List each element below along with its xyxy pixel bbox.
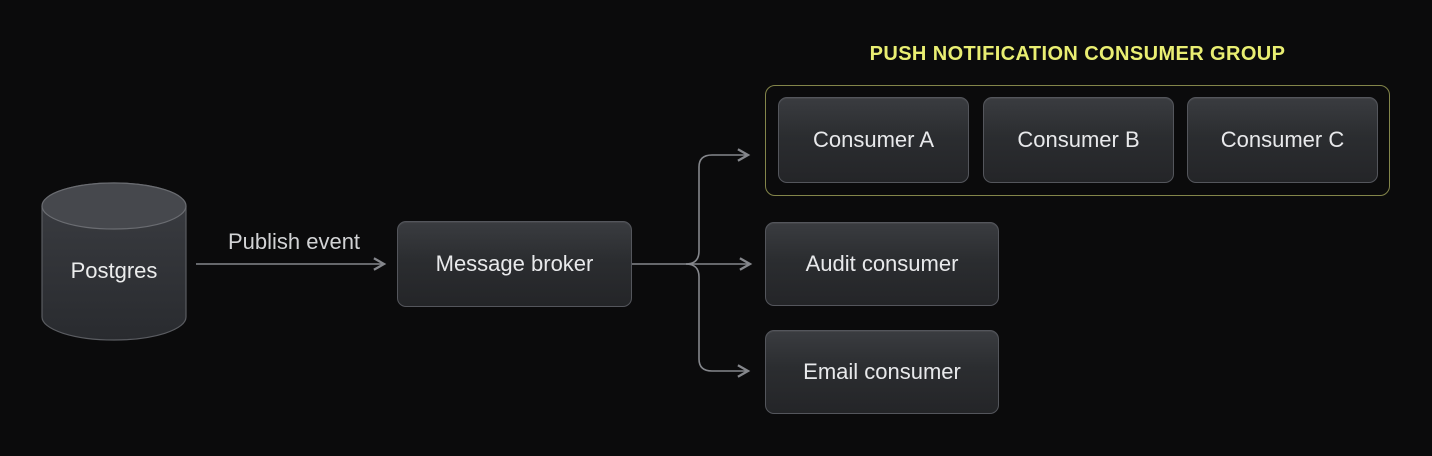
node-consumer-b: Consumer B <box>983 97 1174 183</box>
edge-broker-to-email-consumer <box>685 263 751 378</box>
node-consumer-c: Consumer C <box>1187 97 1378 183</box>
node-message-broker-label: Message broker <box>435 251 594 276</box>
node-consumer-b-label: Consumer B <box>1017 127 1140 152</box>
consumer-group-title: PUSH NOTIFICATION CONSUMER GROUP <box>869 43 1286 65</box>
node-postgres <box>39 180 189 342</box>
edge-publish-event-label: Publish event <box>227 229 361 254</box>
node-postgres-label: Postgres <box>70 258 158 283</box>
consumer-group-container <box>765 85 1390 196</box>
node-message-broker: Message broker <box>397 221 632 307</box>
node-consumer-a-label: Consumer A <box>812 127 935 152</box>
node-email-consumer: Email consumer <box>765 330 999 414</box>
node-consumer-c-label: Consumer C <box>1220 127 1345 152</box>
node-consumer-a: Consumer A <box>778 97 969 183</box>
node-audit-consumer: Audit consumer <box>765 222 999 306</box>
node-audit-consumer-label: Audit consumer <box>805 251 959 276</box>
database-cylinder-icon <box>41 182 187 341</box>
edge-broker-to-consumer-group <box>685 148 751 265</box>
node-email-consumer-label: Email consumer <box>803 359 961 384</box>
